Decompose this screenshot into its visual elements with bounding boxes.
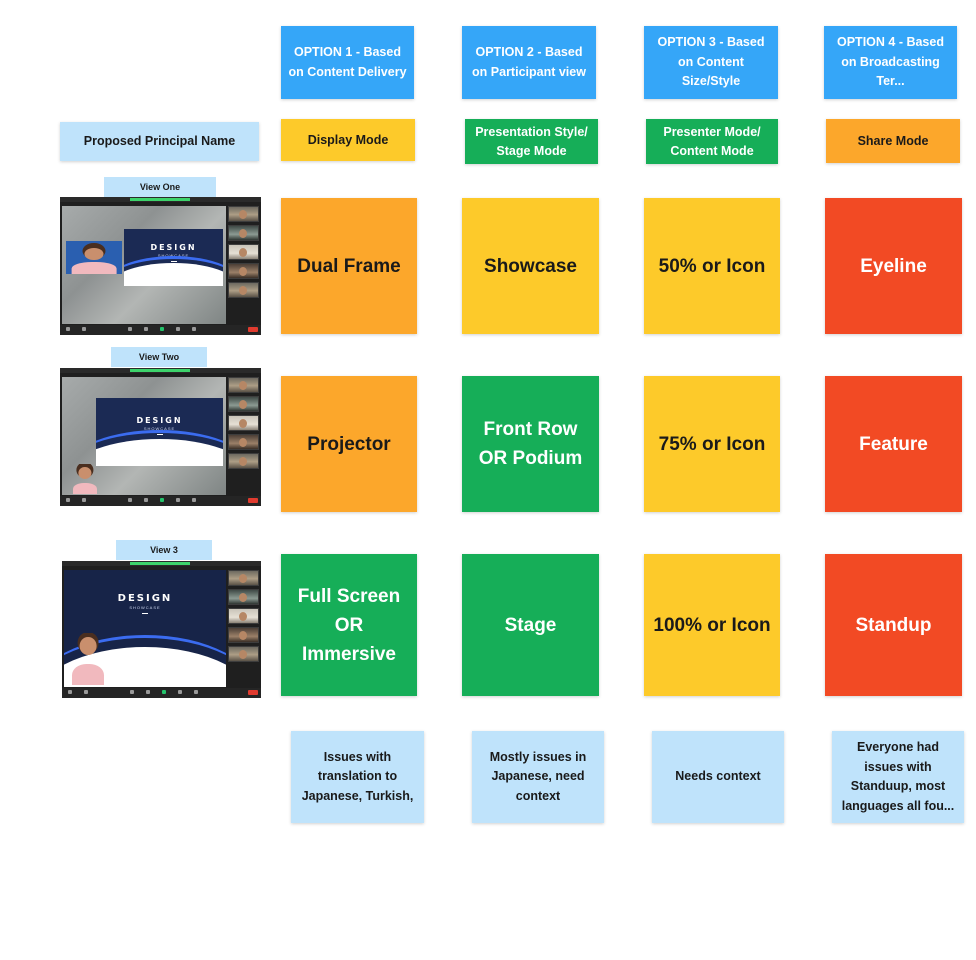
presentation-slide: DESIGN SHOWCASE <box>96 398 223 466</box>
reactions-icon[interactable] <box>192 327 196 331</box>
option-3-header: OPTION 3 - Based on Content Size/Style <box>644 26 778 99</box>
option-1-header: OPTION 1 - Based on Content Delivery <box>281 26 414 99</box>
share-screen-icon[interactable] <box>160 327 164 331</box>
view-two-label: View Two <box>111 347 207 367</box>
grid-r2-option-1: Projector <box>281 376 417 512</box>
end-call-button[interactable] <box>248 498 258 503</box>
reactions-icon[interactable] <box>194 690 198 694</box>
grid-r1-option-2: Showcase <box>462 198 599 334</box>
view-three-screenshot: DESIGN SHOWCASE <box>62 561 261 698</box>
view-three-label: View 3 <box>116 540 212 560</box>
option-4-header: OPTION 4 - Based on Broadcasting Ter... <box>824 26 957 99</box>
participant-thumbnails <box>228 377 259 472</box>
participants-icon[interactable] <box>130 690 134 694</box>
participants-icon[interactable] <box>128 327 132 331</box>
grid-r1-option-3: 50% or Icon <box>644 198 780 334</box>
grid-r2-option-2: Front Row OR Podium <box>462 376 599 512</box>
feedback-option-4: Everyone had issues with Standuup, most … <box>832 731 964 823</box>
share-screen-icon[interactable] <box>160 498 164 502</box>
chat-icon[interactable] <box>144 498 148 502</box>
chat-icon[interactable] <box>146 690 150 694</box>
presentation-slide: DESIGN SHOWCASE <box>124 229 223 286</box>
presenter-video <box>68 633 108 685</box>
meeting-toolbar <box>62 688 261 698</box>
grid-r2-option-3: 75% or Icon <box>644 376 780 512</box>
grid-r2-option-4: Feature <box>825 376 962 512</box>
record-icon[interactable] <box>176 498 180 502</box>
meeting-toolbar <box>60 325 261 335</box>
video-camera-icon[interactable] <box>82 327 86 331</box>
microphone-icon[interactable] <box>66 498 70 502</box>
chat-icon[interactable] <box>144 327 148 331</box>
microphone-icon[interactable] <box>66 327 70 331</box>
view-two-screenshot: DESIGN SHOWCASE <box>60 368 261 506</box>
record-icon[interactable] <box>176 327 180 331</box>
feedback-option-2: Mostly issues in Japanese, need context <box>472 731 604 823</box>
principal-name-option-3: Presenter Mode/ Content Mode <box>646 119 778 164</box>
reactions-icon[interactable] <box>192 498 196 502</box>
feedback-option-1: Issues with translation to Japanese, Tur… <box>291 731 424 823</box>
grid-r3-option-2: Stage <box>462 554 599 696</box>
proposed-principal-name-label: Proposed Principal Name <box>60 122 259 161</box>
participant-thumbnails <box>228 570 259 665</box>
video-camera-icon[interactable] <box>84 690 88 694</box>
grid-r1-option-4: Eyeline <box>825 198 962 334</box>
grid-r3-option-3: 100% or Icon <box>644 554 780 696</box>
presenter-video <box>70 464 100 494</box>
presenter-video <box>66 241 122 274</box>
option-2-header: OPTION 2 - Based on Participant view <box>462 26 596 99</box>
feedback-option-3: Needs context <box>652 731 784 823</box>
view-one-screenshot: DESIGN SHOWCASE <box>60 197 261 335</box>
grid-r3-option-1: Full Screen OR Immersive <box>281 554 417 696</box>
meeting-toolbar <box>60 496 261 506</box>
end-call-button[interactable] <box>248 690 258 695</box>
grid-r3-option-4: Standup <box>825 554 962 696</box>
record-icon[interactable] <box>178 690 182 694</box>
principal-name-option-1: Display Mode <box>281 119 415 161</box>
grid-r1-option-1: Dual Frame <box>281 198 417 334</box>
view-one-label: View One <box>104 177 216 197</box>
video-camera-icon[interactable] <box>82 498 86 502</box>
share-screen-icon[interactable] <box>162 690 166 694</box>
microphone-icon[interactable] <box>68 690 72 694</box>
participants-icon[interactable] <box>128 498 132 502</box>
end-call-button[interactable] <box>248 327 258 332</box>
participant-thumbnails <box>228 206 259 301</box>
principal-name-option-4: Share Mode <box>826 119 960 163</box>
principal-name-option-2: Presentation Style/ Stage Mode <box>465 119 598 164</box>
